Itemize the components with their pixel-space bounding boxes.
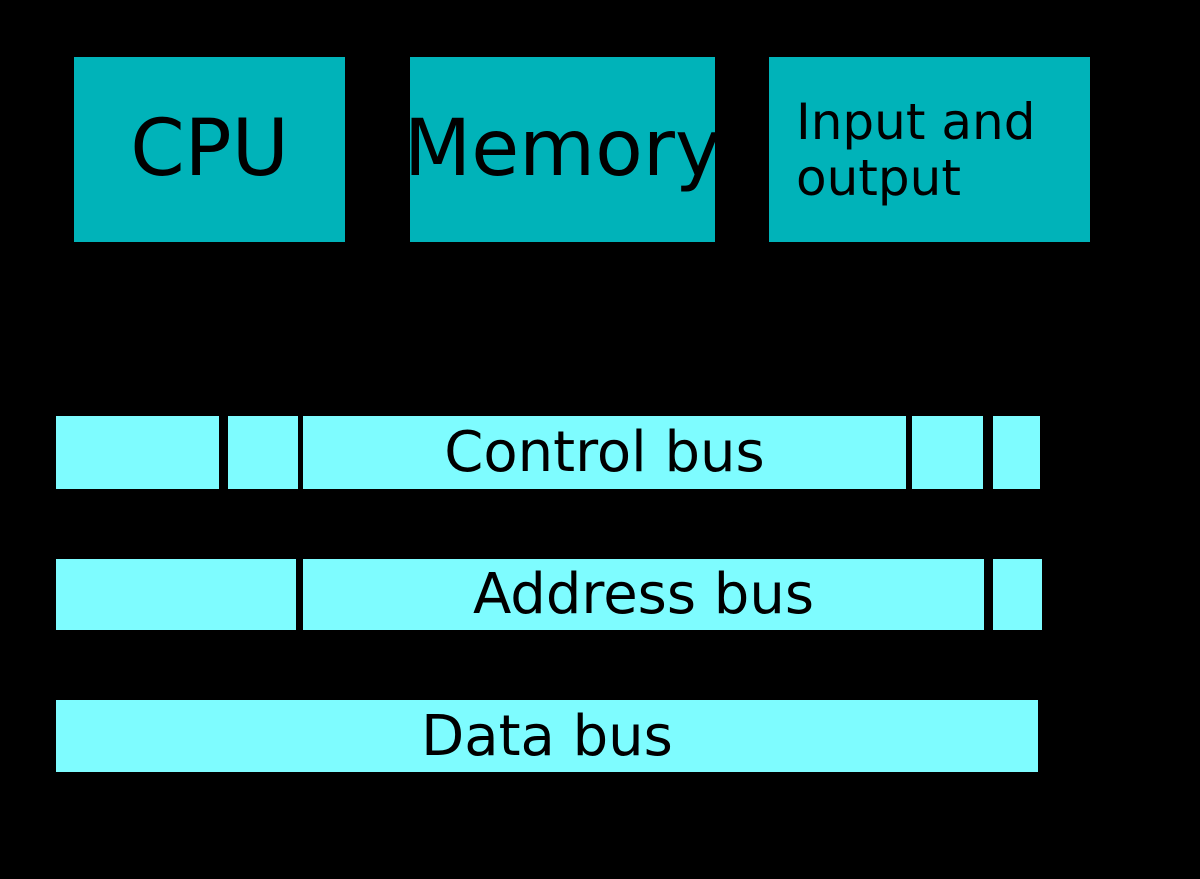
control-bus-segment (993, 416, 1040, 489)
component-box-input-output: Input and output (769, 57, 1090, 242)
control-bus-segment (228, 416, 298, 489)
address-bus-segment (56, 559, 296, 630)
data-bus-segment (56, 700, 1038, 772)
component-label-cpu: CPU (130, 103, 289, 194)
address-bus-segment (303, 559, 984, 630)
component-label-memory: Memory (403, 103, 722, 194)
address-bus-row: Address bus (0, 559, 1200, 630)
component-label-input-output: Input and output (796, 92, 1036, 207)
address-bus-segment (993, 559, 1042, 630)
data-bus-row: Data bus (0, 700, 1200, 772)
control-bus-row: Control bus (0, 416, 1200, 489)
control-bus-segment (56, 416, 219, 489)
component-box-memory: Memory (404, 57, 721, 242)
control-bus-segment (303, 416, 906, 489)
component-box-cpu: CPU (74, 57, 345, 242)
control-bus-segment (912, 416, 983, 489)
